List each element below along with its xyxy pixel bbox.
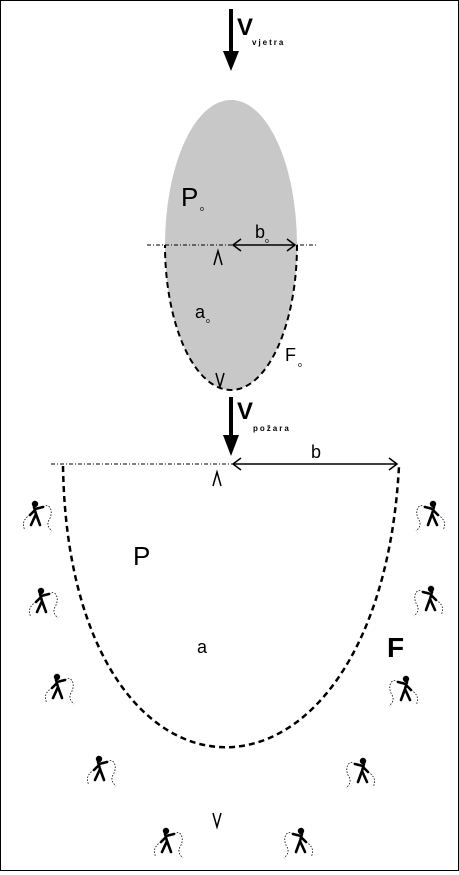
firefighter-icon — [282, 826, 314, 860]
firefighter-icon — [86, 754, 118, 788]
firefighter-icon — [44, 672, 76, 706]
firefighter-icon — [414, 499, 446, 533]
initial-front-label: F — [285, 345, 296, 365]
initial-axis-marker-top — [213, 248, 223, 266]
initial-semi-major-subscript: o — [206, 318, 210, 325]
wind-velocity-subscript: vjetra — [252, 38, 285, 47]
spread-area-label: P — [133, 541, 150, 571]
fire-spread-arrow — [223, 397, 239, 456]
firefighter-icon — [412, 584, 444, 618]
spread-semi-minor-label: b — [311, 442, 321, 462]
initial-semi-minor-label: b — [255, 222, 265, 242]
initial-area-label: P — [181, 182, 198, 212]
fire-velocity-subscript: požara — [253, 424, 291, 433]
spread-axis-marker-bottom — [212, 812, 222, 830]
spread-front-label: F — [387, 632, 404, 663]
spread-semi-minor-arrow — [231, 457, 399, 471]
firefighter-icon — [22, 499, 54, 533]
initial-axis-marker-bottom — [215, 372, 225, 390]
wind-velocity-label: V — [237, 14, 253, 41]
spread-axis-marker-top — [212, 469, 222, 487]
spread-semi-major-label: a — [197, 637, 208, 657]
wind-arrow — [223, 9, 239, 71]
firefighter-icon — [153, 826, 185, 860]
firefighter-icon — [387, 674, 419, 708]
initial-area-subscript: o — [200, 206, 204, 213]
fire-velocity-label: V — [237, 398, 253, 425]
firefighter-icon — [28, 586, 60, 620]
initial-front-subscript: o — [298, 362, 302, 369]
initial-semi-minor-arrow — [231, 238, 297, 252]
initial-semi-minor-subscript: o — [265, 238, 269, 245]
spread-fire-front — [61, 465, 401, 749]
initial-semi-major-label: a — [195, 302, 206, 322]
firefighter-icon — [344, 756, 376, 790]
